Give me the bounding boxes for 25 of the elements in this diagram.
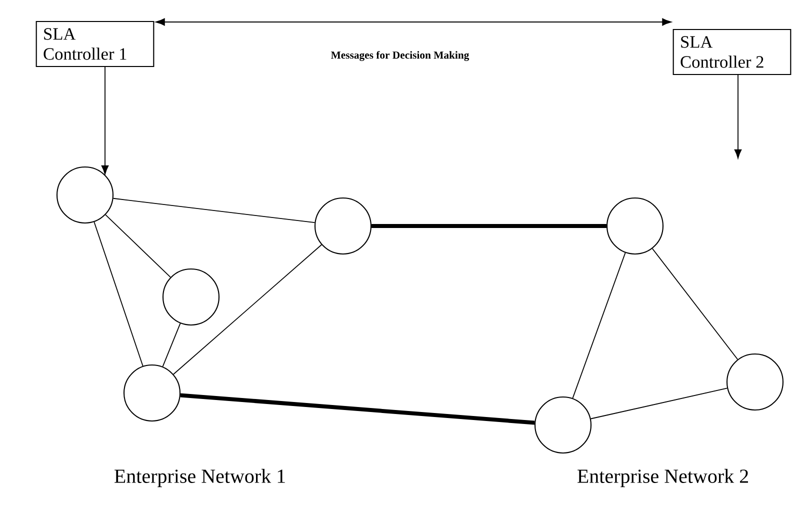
controller-box: SLA Controller 2 [672, 28, 792, 76]
link-line [162, 322, 181, 368]
link-line [572, 252, 626, 399]
link-line [94, 222, 144, 366]
controller-box: SLA Controller 1 [36, 20, 154, 68]
arrow [734, 74, 742, 159]
network-caption: Enterprise Network 2 [578, 468, 748, 488]
arrow [156, 18, 672, 26]
link-line [372, 224, 606, 228]
link-line [105, 214, 171, 278]
network-node [534, 396, 592, 454]
network-node [123, 364, 181, 422]
network-node [162, 268, 220, 326]
network-node [606, 197, 664, 255]
link-line [180, 393, 535, 425]
link-line [652, 248, 738, 360]
arrow [101, 66, 109, 175]
link-line [590, 388, 728, 420]
network-node [56, 166, 114, 224]
network-node [726, 353, 784, 411]
link-line [173, 244, 322, 375]
network-caption: Enterprise Network 1 [114, 468, 285, 488]
link-line [112, 198, 316, 224]
edge-label: Messages for Decision Making [330, 50, 471, 62]
network-node [314, 197, 372, 255]
